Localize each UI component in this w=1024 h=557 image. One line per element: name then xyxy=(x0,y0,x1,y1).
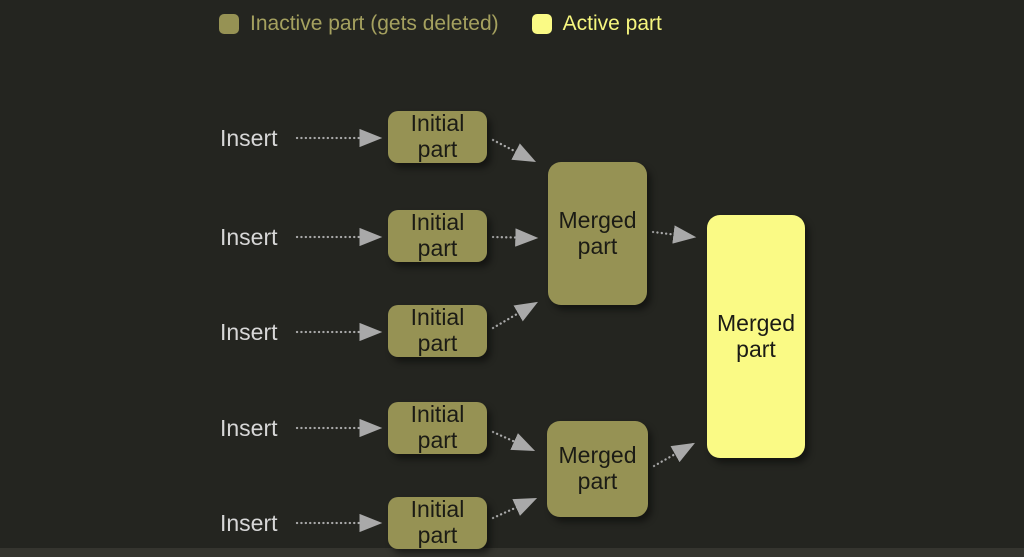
initial-part-label: Initial part xyxy=(410,496,465,548)
merged-part-label: Merged part xyxy=(558,206,637,259)
inactive-swatch-icon xyxy=(219,14,239,34)
initial-part-label: Initial part xyxy=(410,304,465,356)
arrow-initial2-to-merged1 xyxy=(491,228,539,247)
legend-item-inactive: Inactive part (gets deleted) xyxy=(219,12,499,36)
arrow-merged1-to-active xyxy=(651,225,697,244)
insert-label-1: Insert xyxy=(220,125,278,151)
initial-part-label: Initial part xyxy=(410,209,465,261)
initial-part-box-3: Initial part xyxy=(388,304,487,357)
merged-part-box-inactive-1: Merged part xyxy=(548,162,647,305)
legend-inactive-label: Inactive part (gets deleted) xyxy=(250,12,499,35)
arrow-initial4-to-merged2 xyxy=(491,430,536,452)
legend: Inactive part (gets deleted) Active part xyxy=(219,12,662,36)
insert-label-4: Insert xyxy=(220,415,278,441)
arrow-initial3-to-merged1 xyxy=(491,301,538,330)
insert-label-2: Insert xyxy=(220,224,278,250)
arrow-initial1-to-merged1 xyxy=(491,138,537,163)
arrow-merged2-to-active xyxy=(652,442,696,468)
active-swatch-icon xyxy=(531,14,552,34)
merged-part-label: Merged part xyxy=(558,442,637,494)
arrow-initial5-to-merged2 xyxy=(491,497,538,520)
merged-part-box-inactive-2: Merged part xyxy=(547,421,648,517)
insert-label-5: Insert xyxy=(220,510,278,536)
initial-part-box-2: Initial part xyxy=(388,209,487,262)
initial-part-label: Initial part xyxy=(410,110,465,162)
initial-part-label: Initial part xyxy=(410,401,465,453)
merged-part-label: Merged part xyxy=(717,309,795,362)
initial-part-box-4: Initial part xyxy=(388,401,487,454)
initial-part-box-1: Initial part xyxy=(388,110,487,163)
merged-part-box-active: Merged part xyxy=(707,215,805,458)
legend-active-label: Active part xyxy=(562,12,662,35)
bottom-edge-strip xyxy=(0,548,1024,557)
legend-item-active: Active part xyxy=(531,12,662,36)
initial-part-box-5: Initial part xyxy=(388,496,487,549)
insert-label-3: Insert xyxy=(220,319,278,345)
